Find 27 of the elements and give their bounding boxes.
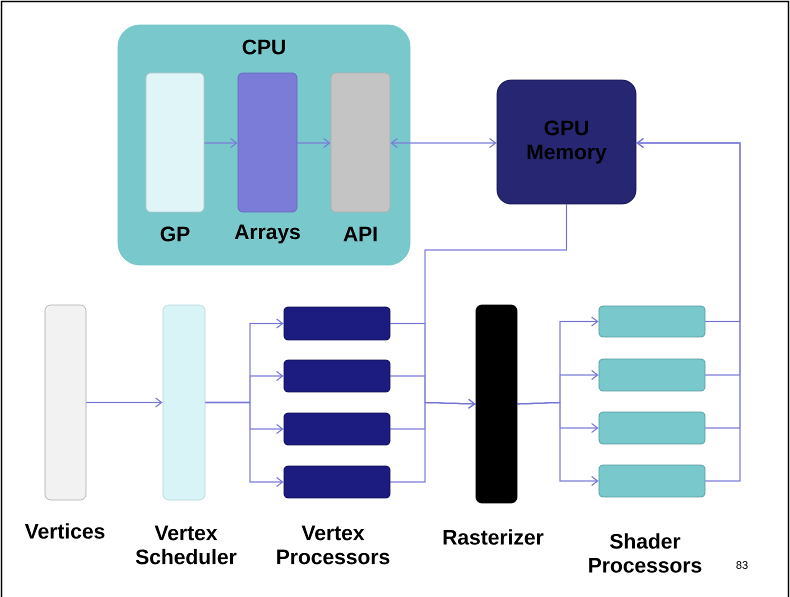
arrow [636,138,741,482]
arrow [86,398,163,408]
processor-box [284,466,390,498]
group-label: Shader Processors [589,533,702,573]
block-label: Arrays [234,224,300,244]
block-label: Vertices [24,523,104,539]
block-label: GP [160,226,190,242]
arrow [297,138,331,148]
block-label: Vertex Scheduler [136,526,236,564]
arrow [424,204,568,409]
processor-box [284,360,390,392]
processor-box [598,412,706,444]
block-label: CPU [242,40,285,54]
processor-box [284,306,390,340]
block-label: Rasterizer [444,529,544,545]
arrow [205,402,284,487]
block-label: GPU Memory [528,120,607,164]
arrow [517,402,599,486]
processor-box [598,306,706,338]
arrow [204,138,238,148]
group-label: Vertex Processors [277,526,390,564]
processor-box [284,412,390,446]
processor-box [598,358,706,392]
block-label: API [344,226,377,242]
page-number: 83 [736,561,748,569]
processor-box [598,464,706,498]
arrow [390,138,497,148]
